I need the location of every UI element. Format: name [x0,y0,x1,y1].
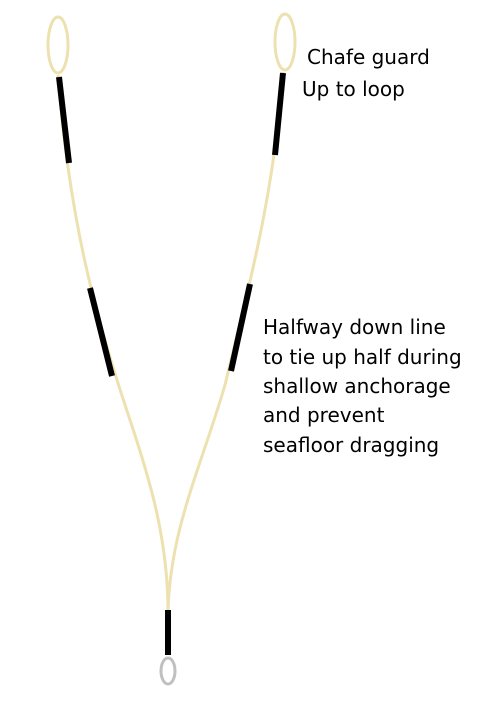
bottom-ring [159,656,177,686]
left-bridle-leg [56,74,170,613]
middle-note-line: and prevent [263,403,385,427]
middle-note-line: seafloor dragging [263,433,439,457]
left-top-chafe-guard [56,76,72,164]
right-mid-chafe-guard [228,283,253,372]
left-mid-chafe-guard [87,287,115,377]
right-bridle-leg [166,71,285,613]
top-note-line: Up to loop [302,77,405,101]
middle-note-line: Halfway down line [263,315,446,339]
left-top-loop [46,15,70,75]
right-top-loop [273,12,297,72]
top-note: Chafe guard Up to loop [302,45,436,101]
middle-note: Halfway down line to tie up half during … [263,315,468,457]
middle-note-line: shallow anchorage [263,374,451,398]
right-top-chafe-guard [272,72,286,156]
top-note-line: Chafe guard [307,45,430,69]
middle-note-line: to tie up half during [263,345,462,369]
